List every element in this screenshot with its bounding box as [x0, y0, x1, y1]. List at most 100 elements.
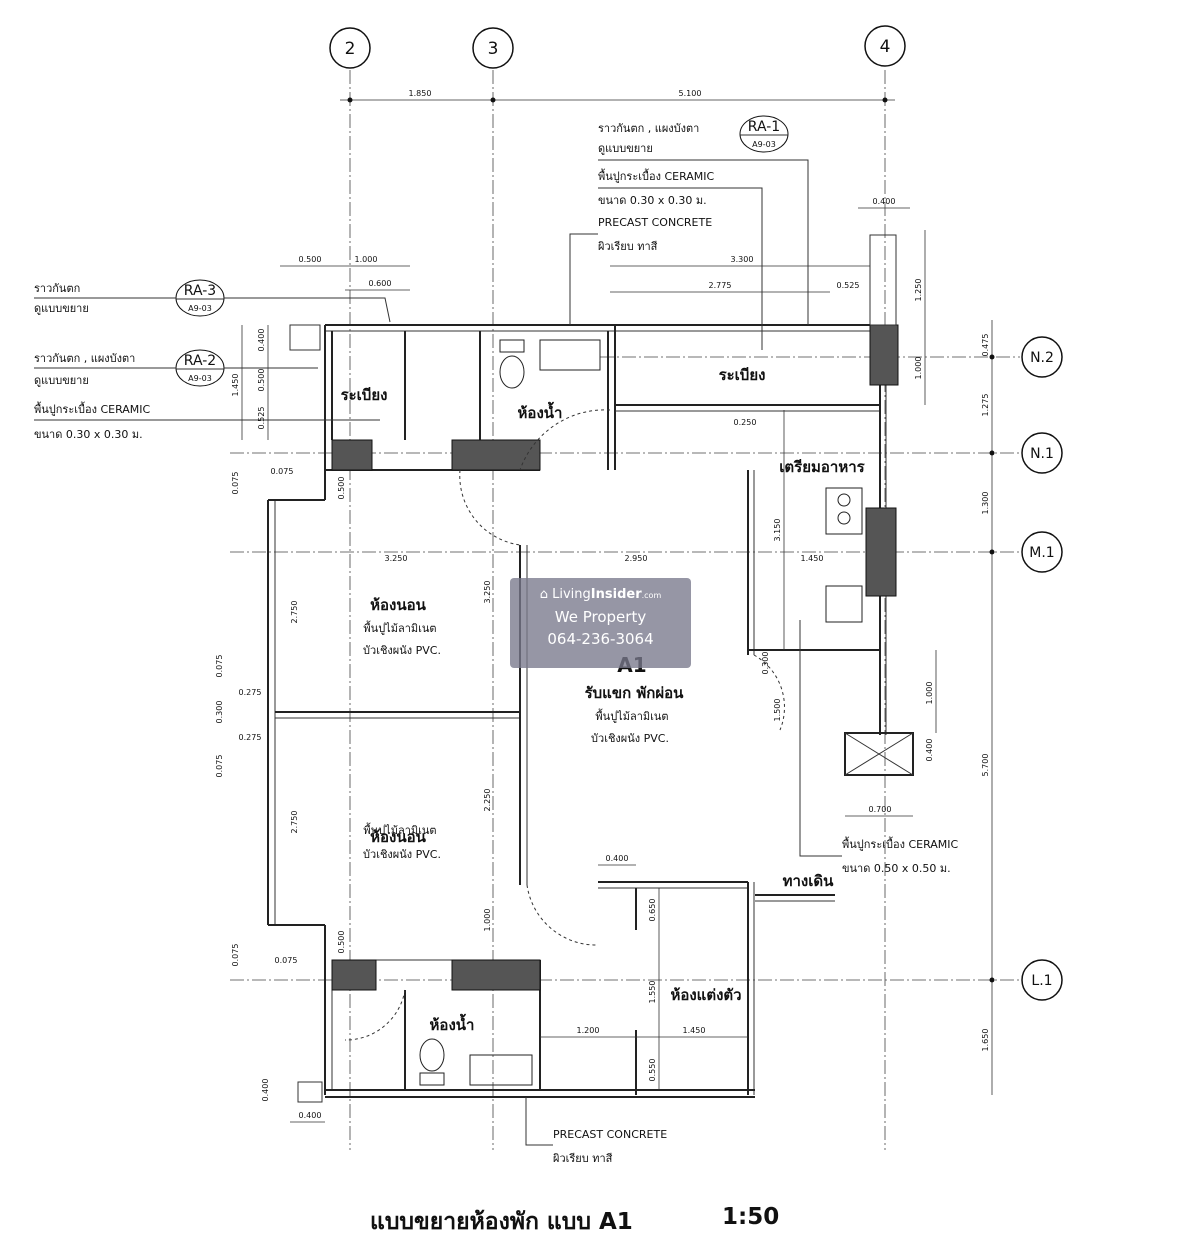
grid-bubble-m1: M.1: [1021, 531, 1063, 573]
svg-text:M.1: M.1: [1029, 545, 1054, 561]
callout-ra3: RA-3 A9-03 ราวกันตก ดูแบบขยาย: [34, 279, 391, 323]
svg-text:0.275: 0.275: [239, 688, 262, 697]
bedroom-2-skirting-note: บัวเชิงผนัง PVC.: [363, 848, 441, 861]
svg-text:A9-03: A9-03: [188, 304, 212, 313]
svg-text:0.400: 0.400: [606, 854, 629, 863]
svg-text:0.500: 0.500: [337, 931, 346, 954]
house-icon: ⌂: [539, 587, 553, 602]
room-living: รับแขก พักผ่อน: [585, 684, 685, 702]
door-swings: [344, 409, 785, 1041]
watermark-brand: ⌂ LivingInsider.com: [539, 587, 662, 602]
room-bedroom-1: ห้องนอน: [370, 596, 426, 614]
grid-bubble-2: 2: [329, 27, 371, 69]
svg-text:PRECAST CONCRETE: PRECAST CONCRETE: [598, 216, 712, 229]
bedroom-1-skirting-note: บัวเชิงผนัง PVC.: [363, 644, 441, 657]
grid-bubble-3: 3: [472, 27, 514, 69]
svg-text:2.950: 2.950: [625, 554, 648, 563]
svg-text:0.300: 0.300: [761, 652, 770, 675]
fixtures: [419, 339, 863, 1086]
dim-1650: 1.650: [981, 1029, 990, 1052]
svg-text:L.1: L.1: [1031, 973, 1052, 989]
svg-text:0.525: 0.525: [837, 281, 860, 290]
svg-text:2.750: 2.750: [290, 601, 299, 624]
svg-text:0.075: 0.075: [215, 655, 224, 678]
svg-text:ราวกันตก , แผงบังตา: ราวกันตก , แผงบังตา: [598, 122, 699, 135]
svg-text:0.300: 0.300: [215, 701, 224, 724]
svg-text:ผิวเรียบ ทาสี: ผิวเรียบ ทาสี: [597, 240, 657, 253]
dim-5700: 5.700: [981, 754, 990, 777]
svg-text:2.250: 2.250: [483, 789, 492, 812]
watermark-company: We Property: [554, 608, 647, 626]
room-bathroom-bottom: ห้องน้ำ: [430, 1013, 475, 1034]
svg-text:A9-03: A9-03: [188, 374, 212, 383]
svg-text:ดูแบบขยาย: ดูแบบขยาย: [598, 142, 653, 155]
svg-text:0.250: 0.250: [734, 418, 757, 427]
svg-text:2.775: 2.775: [709, 281, 732, 290]
dim-1300: 1.300: [981, 492, 990, 515]
room-bathroom-top: ห้องน้ำ: [518, 401, 563, 422]
svg-text:0.550: 0.550: [648, 1059, 657, 1082]
structural-columns: [289, 234, 899, 1103]
stove: [825, 487, 863, 535]
watermark-phone: 064-236-3064: [547, 630, 654, 648]
watermark-overlay: ⌂ LivingInsider.com We Property 064-236-…: [510, 578, 691, 668]
svg-text:1.450: 1.450: [231, 374, 240, 397]
plan-title: แบบขยายห้องพัก แบบ A1: [370, 1209, 633, 1235]
svg-text:3.250: 3.250: [385, 554, 408, 563]
svg-text:0.700: 0.700: [869, 805, 892, 814]
sink-top: [539, 339, 601, 371]
svg-text:RA-1: RA-1: [748, 119, 780, 135]
svg-text:ดูแบบขยาย: ดูแบบขยาย: [34, 302, 89, 315]
svg-text:ขนาด 0.50 x 0.50 ม.: ขนาด 0.50 x 0.50 ม.: [842, 862, 951, 875]
dim-1275: 1.275: [981, 394, 990, 417]
detail-dimensions: 0.400 3.300 2.775 0.525 1.250 1.000 0.50…: [215, 197, 937, 1123]
living-floor-note: พื้นปูไม้ลามิเนต: [595, 708, 668, 723]
kitchen-sink: [825, 585, 863, 623]
svg-text:พื้นปูกระเบื้อง CERAMIC: พื้นปูกระเบื้อง CERAMIC: [598, 168, 715, 183]
svg-text:0.400: 0.400: [261, 1079, 270, 1102]
svg-text:0.075: 0.075: [231, 944, 240, 967]
dim-5100: 5.100: [679, 89, 702, 98]
svg-text:ราวกันตก: ราวกันตก: [34, 282, 80, 295]
svg-text:N.2: N.2: [1030, 350, 1054, 366]
room-balcony-left: ระเบียง: [341, 386, 388, 404]
grid-bubble-4: 4: [864, 25, 906, 67]
bedroom-1-floor-note: พื้นปูไม้ลามิเนต: [363, 620, 436, 635]
callout-bottom: PRECAST CONCRETE ผิวเรียบ ทาสี: [525, 1097, 667, 1165]
toilet-top: [499, 355, 525, 389]
svg-text:ขนาด 0.30 x 0.30 ม.: ขนาด 0.30 x 0.30 ม.: [34, 428, 143, 441]
svg-text:0.500: 0.500: [257, 369, 266, 392]
grid-bubble-n1: N.1: [1021, 432, 1063, 474]
svg-text:ราวกันตก , แผงบังตา: ราวกันตก , แผงบังตา: [34, 352, 135, 365]
svg-text:0.075: 0.075: [271, 467, 294, 476]
svg-text:0.075: 0.075: [275, 956, 298, 965]
callout-ra1: RA-1 A9-03 ราวกันตก , แผงบังตา ดูแบบขยาย…: [569, 115, 809, 350]
room-bedroom-2: ห้องนอน: [370, 828, 426, 846]
callout-entry-floor: พื้นปูกระเบื้อง CERAMIC ขนาด 0.50 x 0.50…: [799, 620, 959, 875]
svg-text:1.200: 1.200: [577, 1026, 600, 1035]
bedroom-2-floor-note: พื้นปูไม้ลามิเนต: [363, 822, 436, 837]
svg-text:1.450: 1.450: [683, 1026, 706, 1035]
svg-text:0.075: 0.075: [231, 472, 240, 495]
svg-text:1.550: 1.550: [648, 981, 657, 1004]
svg-text:1.450: 1.450: [801, 554, 824, 563]
svg-text:RA-2: RA-2: [184, 353, 216, 369]
svg-text:A9-03: A9-03: [752, 140, 776, 149]
svg-text:ดูแบบขยาย: ดูแบบขยาย: [34, 374, 89, 387]
svg-text:0.600: 0.600: [369, 279, 392, 288]
svg-text:0.525: 0.525: [257, 407, 266, 430]
svg-text:3: 3: [488, 39, 499, 59]
toilet-bottom: [419, 1038, 445, 1072]
svg-text:ขนาด 0.30 x 0.30 ม.: ขนาด 0.30 x 0.30 ม.: [598, 194, 707, 207]
svg-text:RA-3: RA-3: [184, 283, 216, 299]
svg-text:0.400: 0.400: [873, 197, 896, 206]
svg-text:0.275: 0.275: [239, 733, 262, 742]
living-skirting-note: บัวเชิงผนัง PVC.: [591, 732, 669, 745]
room-entry: ทางเดิน: [783, 872, 835, 890]
svg-text:2.750: 2.750: [290, 811, 299, 834]
svg-text:1.500: 1.500: [773, 699, 782, 722]
svg-text:0.500: 0.500: [337, 477, 346, 500]
svg-text:พื้นปูกระเบื้อง CERAMIC: พื้นปูกระเบื้อง CERAMIC: [34, 401, 151, 416]
dim-1850: 1.850: [409, 89, 432, 98]
